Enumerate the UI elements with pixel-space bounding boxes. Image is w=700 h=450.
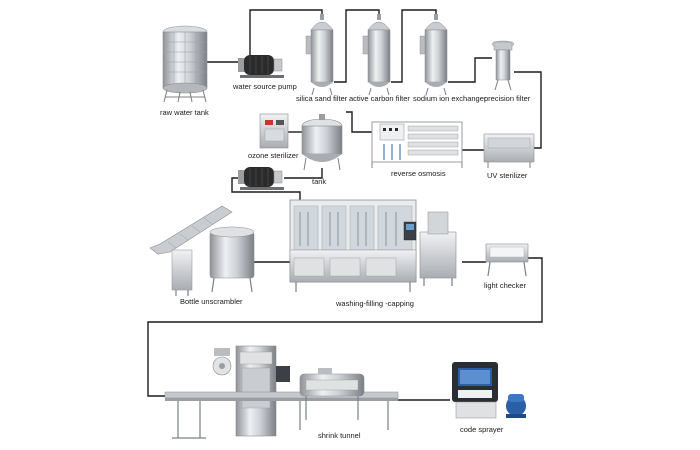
pipe-pump2-to-filler [231, 177, 301, 200]
bottle-unscrambler-label: Bottle unscrambler [180, 297, 243, 306]
silica-sand-filter-label: silica sand filter [296, 94, 348, 103]
pipe-checker-loop [147, 257, 543, 397]
ozone-sterilizer [259, 113, 289, 149]
pipe-sand-to-carbon [334, 9, 380, 83]
pipe-precision-to-uv [514, 71, 542, 149]
labeling-machine [212, 345, 290, 437]
code-sprayer-label: code sprayer [460, 425, 504, 434]
light-checker [485, 243, 529, 277]
washing-filling-capping-machine [289, 199, 457, 292]
sodium-ion-exchanger-label: sodium ion exchanger [413, 94, 487, 103]
tank-label: tank [312, 177, 327, 186]
sodium-ion-exchanger [419, 14, 448, 96]
code-sprayer [452, 362, 526, 419]
water-source-pump [238, 55, 284, 78]
shrink-tunnel [299, 368, 365, 420]
conveyor [164, 391, 399, 439]
washing-filling-capping-label: washing-filling -capping [336, 299, 414, 308]
uv-sterilizer-label: UV sterilizer [487, 171, 528, 180]
active-carbon-filter [362, 14, 391, 96]
raw-water-tank-label: raw water tank [160, 108, 209, 117]
shrink-tunnel-label: shrink tunnel [318, 431, 361, 440]
reverse-osmosis-label: reverse osmosis [391, 169, 446, 178]
precision-filter [491, 40, 515, 91]
uv-sterilizer [483, 133, 535, 168]
ozone-sterilizer-label: ozone sterilizer [248, 151, 299, 160]
precision-filter-label: precision filter [484, 94, 531, 103]
silica-sand-filter [305, 14, 334, 96]
reverse-osmosis-unit [371, 121, 463, 168]
light-checker-label: light checker [484, 281, 527, 290]
pipe-ro-to-tank [346, 111, 372, 133]
pipe-ion-to-precision [448, 57, 492, 83]
storage-tank [301, 114, 343, 171]
water-source-pump-label: water source pump [233, 82, 297, 91]
bottle-unscrambler [149, 205, 255, 296]
transfer-pump [238, 167, 284, 190]
active-carbon-filter-label: active carbon filter [349, 94, 410, 103]
pipe-carbon-to-ion [391, 9, 437, 83]
pipe-lines [147, 9, 543, 401]
pipe-tank-to-pump2 [284, 168, 323, 179]
raw-water-tank [162, 25, 208, 103]
